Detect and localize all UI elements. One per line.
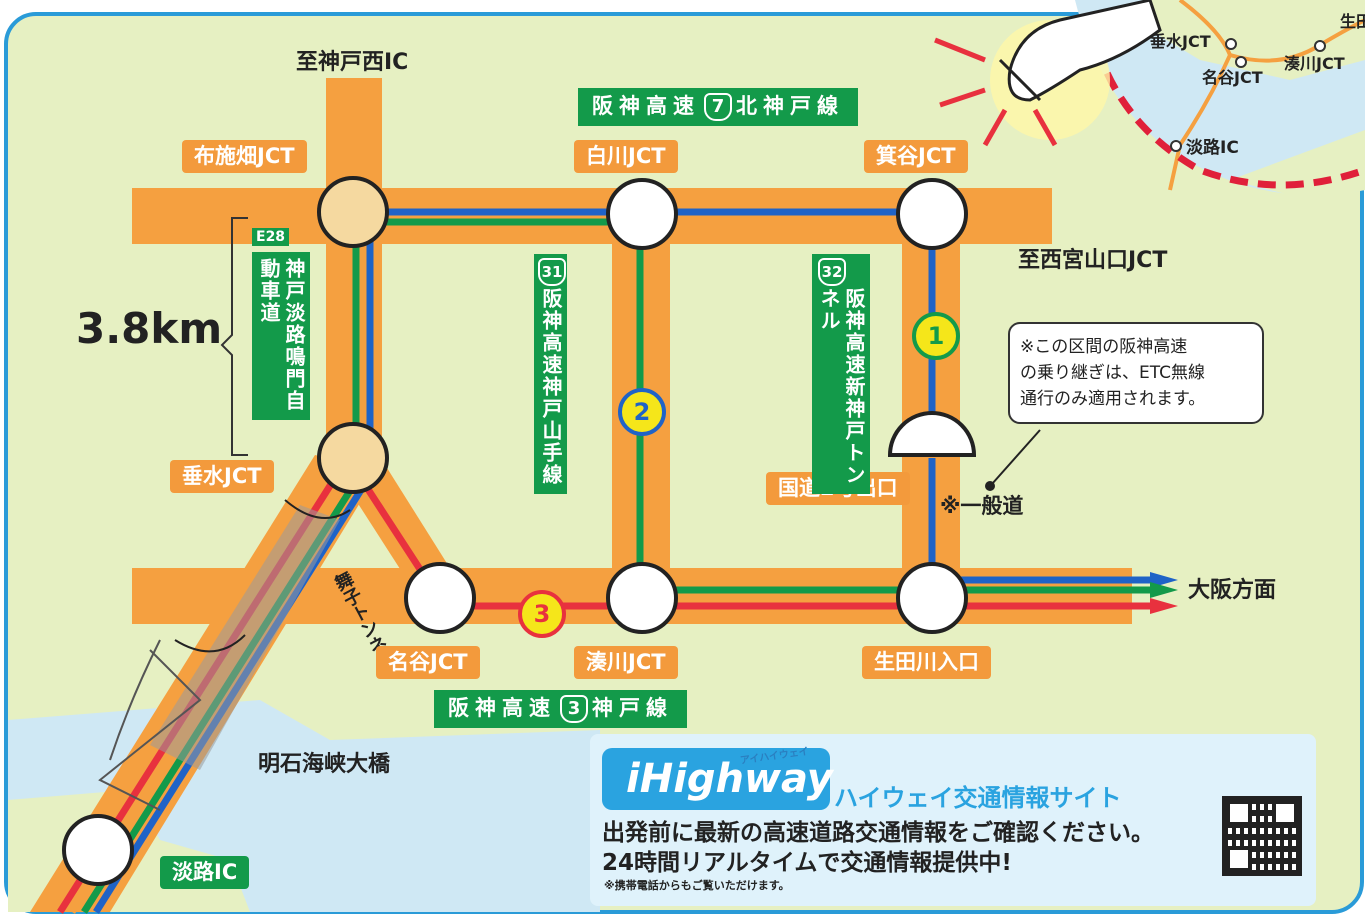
- ihighway-logo[interactable]: iHighway: [602, 748, 833, 810]
- osaka-direction-label: 大阪方面: [1188, 578, 1277, 603]
- shirakawa-node: [606, 178, 678, 250]
- ad-footnote: ※携帯電話からもご覧いただけます。: [604, 879, 790, 892]
- route32-col2: 阪神高速: [842, 288, 866, 376]
- bridge-cable: [98, 649, 202, 811]
- minotani-node: [896, 178, 968, 250]
- route3-name: 神戸線: [592, 696, 673, 720]
- qr-corner: [1226, 846, 1252, 872]
- route31-col2: 阪神高速: [539, 288, 563, 376]
- inset-ikuta-label: 生田: [1340, 12, 1365, 31]
- inset-map: [1075, 0, 1365, 200]
- route-circle-1: 1: [912, 312, 960, 360]
- qr-corner: [1272, 800, 1298, 826]
- inset-node: [1225, 38, 1237, 50]
- ad-line-1: 出発前に最新の高速道路交通情報をご確認ください。: [602, 820, 1154, 846]
- inset-tarumi-label: 垂水JCT: [1150, 32, 1211, 51]
- route32-col1: 新神戸トンネル: [817, 288, 866, 486]
- finger: [998, 58, 1042, 102]
- inset-node: [1314, 40, 1326, 52]
- inset-minatogawa-label: 湊川JCT: [1284, 54, 1345, 73]
- etc-note: ※この区間の阪神高速 の乗り継ぎは、ETC無線 通行のみ適用されます。: [1008, 322, 1264, 424]
- tarumi-node: [317, 422, 389, 494]
- inset-node: [1170, 140, 1182, 152]
- maiko-tunnel: [150, 505, 340, 770]
- to-kobe-nishi-label: 至神戸西IC: [296, 50, 409, 75]
- route31-col1: 神戸山手線: [539, 376, 563, 486]
- shirakawa-jct-label: 白川JCT: [574, 140, 678, 174]
- ikutagawa-node: [896, 562, 968, 634]
- ray: [939, 87, 986, 108]
- junction-nodes: [62, 176, 968, 886]
- route31-shield-icon: 31: [538, 258, 566, 286]
- awaji-ic-label: 淡路IC: [160, 856, 250, 890]
- route3-shield-icon: 3: [560, 695, 588, 723]
- kokudo-exit-node: [887, 411, 977, 457]
- note-line-2: の乗り継ぎは、ETC無線: [1020, 363, 1205, 383]
- kobe-awaji-col1: 自動車道: [257, 258, 306, 412]
- note-dot: [985, 481, 995, 491]
- inset-awaji-label: 淡路IC: [1186, 138, 1239, 158]
- route7-prefix: 阪神高速: [592, 94, 700, 118]
- ikutagawa-entrance-label: 生田川入口: [862, 646, 991, 680]
- tarumi-jct-label: 垂水JCT: [170, 460, 274, 494]
- ray: [1032, 108, 1058, 147]
- tunnel-portal: [174, 634, 246, 653]
- qr-code-icon[interactable]: [1222, 796, 1302, 876]
- inset-nadani-label: 名谷JCT: [1202, 68, 1263, 87]
- note-line-3: 通行のみ適用されます。: [1020, 389, 1206, 409]
- fusehata-node: [317, 176, 389, 248]
- note-line-1: ※この区間の阪神高速: [1020, 337, 1188, 357]
- kobe-awaji-col2: 神戸淡路鳴門: [282, 258, 306, 390]
- qr-corner: [1226, 800, 1252, 826]
- kobe-awaji-label: 神戸淡路鳴門自動車道: [252, 252, 310, 420]
- e28-badge: E28: [252, 228, 290, 246]
- route3-prefix: 阪神高速: [448, 696, 556, 720]
- tunnel-portal: [284, 499, 351, 519]
- nadani-node: [404, 562, 476, 634]
- note-pointer: [991, 429, 1041, 485]
- route31-label: 阪神高速神戸山手線: [534, 254, 567, 494]
- route32-label: 阪神高速新神戸トンネル: [812, 254, 870, 494]
- arrow-red: [1150, 598, 1178, 614]
- akashi-bridge-label: 明石海峡大橋: [258, 752, 391, 777]
- minatogawa-jct-label: 湊川JCT: [574, 646, 678, 680]
- site-name: ハイウェイ交通情報サイト: [834, 784, 1122, 812]
- route32-shield-icon: 32: [818, 258, 846, 286]
- general-road-label: ※一般道: [940, 494, 1024, 518]
- route-circle-2: 2: [618, 388, 666, 436]
- hand: [1007, 0, 1162, 102]
- route-circle-3: 3: [518, 590, 566, 638]
- distance-label: 3.8km: [76, 304, 223, 353]
- ray: [982, 108, 1008, 147]
- nadani-jct-label: 名谷JCT: [376, 646, 480, 680]
- ray: [934, 37, 986, 63]
- route7-shield-icon: 7: [704, 93, 732, 121]
- bridge-cable: [109, 639, 161, 761]
- pointing-hand-icon: [934, 0, 1162, 147]
- to-nishinomiya-label: 至西宮山口JCT: [1018, 248, 1168, 273]
- route7-name: 北神戸線: [736, 94, 844, 118]
- inset-road: [1168, 0, 1233, 191]
- minotani-jct-label: 箕谷JCT: [864, 140, 968, 174]
- awaji-node: [62, 814, 134, 886]
- arrow-green: [1150, 582, 1178, 598]
- minatogawa-node: [606, 562, 678, 634]
- ad-line-2: 24時間リアルタイムで交通情報提供中!: [602, 850, 1012, 876]
- inset-node: [1235, 56, 1247, 68]
- distance-brace: [220, 217, 248, 456]
- fusehata-jct-label: 布施畑JCT: [182, 140, 307, 174]
